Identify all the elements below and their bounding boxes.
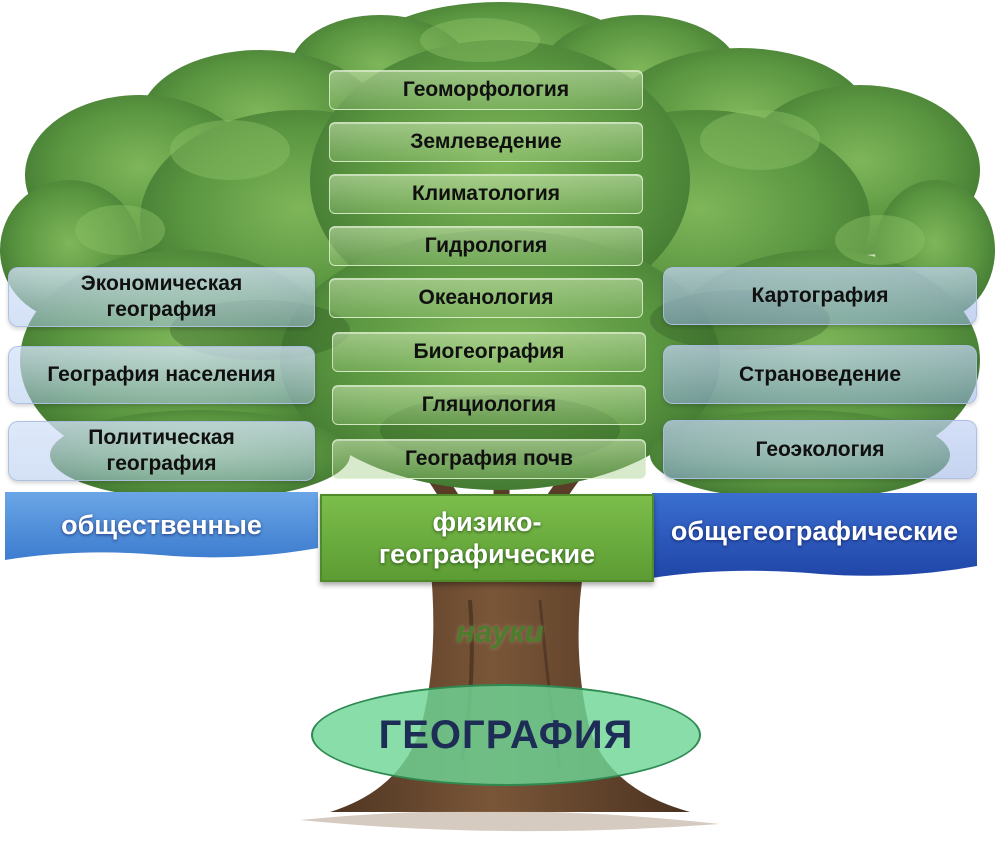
branch-soil-geography: География почв: [332, 439, 646, 479]
branch-geoecology: Геоэкология: [663, 420, 977, 479]
branch-economic-geography: Экономическая география: [8, 267, 315, 327]
branch-cartography: Картография: [663, 267, 977, 325]
root-geography: ГЕОГРАФИЯ: [311, 684, 701, 786]
category-physical: физико- географические: [320, 494, 654, 582]
branch-oceanology: Океанология: [329, 278, 643, 318]
category-social: общественные: [61, 509, 262, 540]
general-banner: [652, 493, 977, 578]
branch-country-studies: Страноведение: [663, 345, 977, 404]
social-banner: [5, 492, 318, 560]
branch-earth-science: Землеведение: [329, 122, 643, 162]
branch-climatology: Климатология: [329, 174, 643, 214]
branch-political-geography: Политическая география: [8, 421, 315, 481]
foliage-highlights: [75, 18, 925, 265]
root-label: ГЕОГРАФИЯ: [378, 712, 634, 757]
branch-population-geography: География населения: [8, 346, 315, 404]
branch-hydrology: Гидрология: [329, 226, 643, 266]
sciences-label: науки: [456, 614, 544, 649]
branch-geomorphology: Геоморфология: [329, 70, 643, 110]
branch-glaciology: Гляциология: [332, 385, 646, 425]
branch-biogeography: Биогеография: [332, 332, 646, 372]
category-general: общегеографические: [670, 515, 959, 546]
